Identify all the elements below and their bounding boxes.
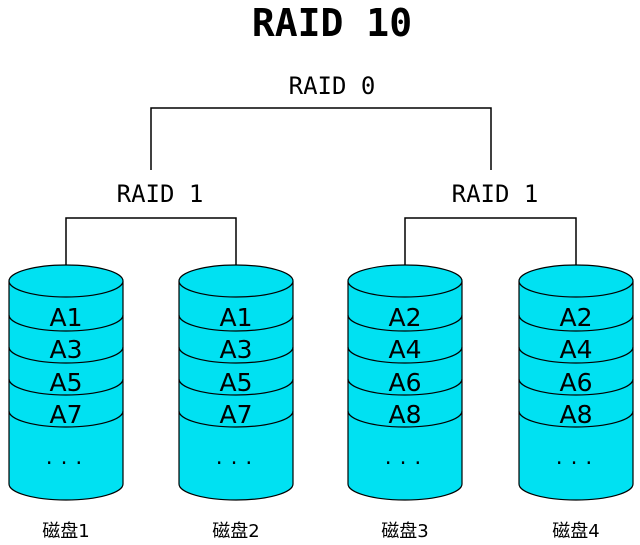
more-blocks-ellipsis: ... (44, 448, 89, 469)
data-block: A8 (388, 400, 421, 429)
disk-top (8, 264, 124, 298)
disk-top (347, 264, 463, 298)
raid0-label: RAID 0 (289, 72, 376, 100)
disk-body (347, 281, 463, 501)
disk-top (178, 264, 294, 298)
disk-1: A1 A3 A5 A7 ... 磁盘1 (8, 264, 124, 542)
block-divider (347, 378, 463, 396)
block-divider (178, 314, 294, 332)
data-block: A1 (49, 303, 82, 332)
block-divider (178, 346, 294, 364)
block-divider (178, 410, 294, 428)
raid1-right-connector (404, 217, 577, 270)
disk-body (178, 281, 294, 501)
diagram-title: RAID 10 (252, 1, 412, 45)
block-divider (518, 378, 634, 396)
disk-top (518, 264, 634, 298)
raid1-left-label: RAID 1 (117, 180, 204, 208)
block-divider (8, 410, 124, 428)
data-block: A5 (49, 368, 82, 397)
data-block: A1 (219, 303, 252, 332)
raid1-right-label: RAID 1 (452, 180, 539, 208)
data-block: A6 (559, 368, 592, 397)
block-divider (8, 346, 124, 364)
disk-3: A2 A4 A6 A8 ... 磁盘3 (347, 264, 463, 542)
data-block: A3 (49, 335, 82, 364)
block-divider (518, 346, 634, 364)
data-block: A7 (49, 400, 82, 429)
raid0-connector (150, 107, 492, 170)
data-block: A2 (559, 303, 592, 332)
block-divider (518, 410, 634, 428)
disk-label: 磁盘2 (212, 521, 259, 542)
disk-body (8, 281, 124, 501)
data-block: A4 (559, 335, 592, 364)
disk-4: A2 A4 A6 A8 ... 磁盘4 (518, 264, 634, 542)
block-divider (347, 346, 463, 364)
data-block: A2 (388, 303, 421, 332)
data-block: A7 (219, 400, 252, 429)
more-blocks-ellipsis: ... (383, 448, 428, 469)
disk-label: 磁盘4 (552, 521, 599, 542)
more-blocks-ellipsis: ... (554, 448, 599, 469)
disk-label: 磁盘3 (381, 521, 428, 542)
more-blocks-ellipsis: ... (214, 448, 259, 469)
data-block: A3 (219, 335, 252, 364)
data-block: A6 (388, 368, 421, 397)
disk-2: A1 A3 A5 A7 ... 磁盘2 (178, 264, 294, 542)
block-divider (8, 314, 124, 332)
block-divider (518, 314, 634, 332)
block-divider (8, 378, 124, 396)
disk-label: 磁盘1 (42, 521, 89, 542)
data-block: A4 (388, 335, 421, 364)
disk-body (518, 281, 634, 501)
block-divider (347, 410, 463, 428)
data-block: A8 (559, 400, 592, 429)
raid1-left-connector (65, 217, 237, 270)
block-divider (178, 378, 294, 396)
block-divider (347, 314, 463, 332)
data-block: A5 (219, 368, 252, 397)
